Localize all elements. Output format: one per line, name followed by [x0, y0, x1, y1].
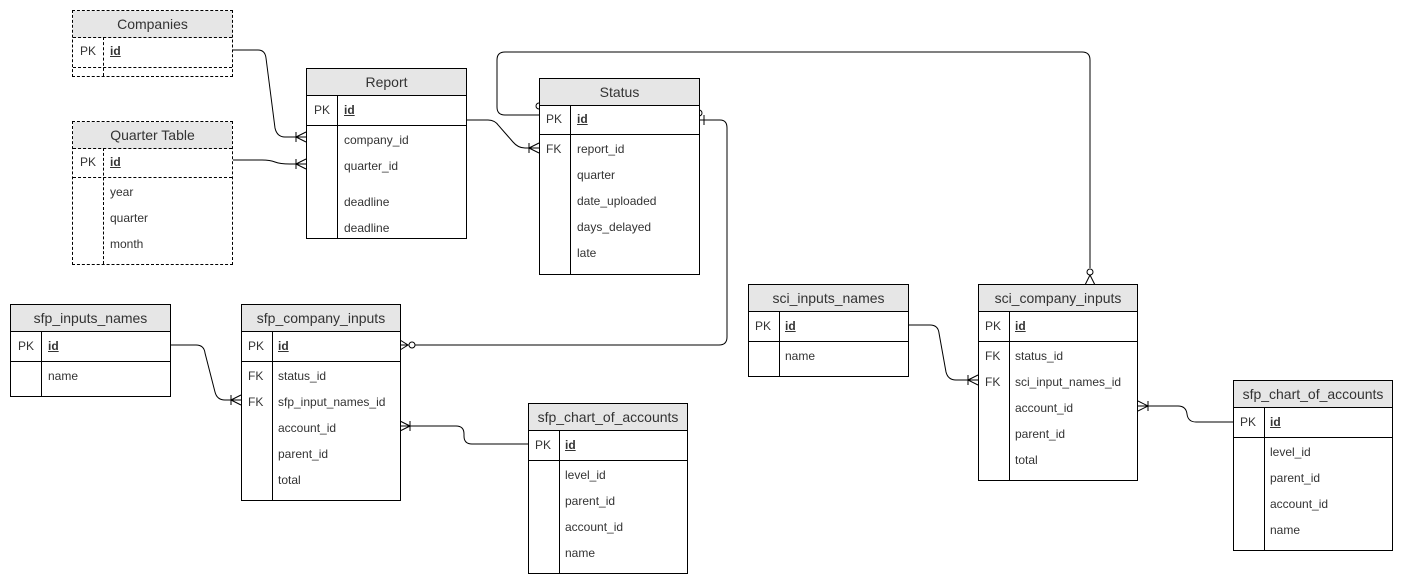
field-label: parent_id	[278, 447, 329, 461]
entity-title: sfp_chart_of_accounts	[529, 404, 687, 431]
key-label: PK	[546, 112, 563, 126]
field-label: parent_id	[565, 494, 616, 508]
field-label: sci_input_names_id	[1015, 375, 1122, 389]
entity-title: Status	[540, 79, 699, 106]
field-label: id	[1015, 319, 1026, 333]
entity-companies[interactable]: Companies PK id	[72, 10, 233, 77]
field-label: deadline	[344, 195, 390, 209]
field-label: status_id	[1015, 349, 1064, 363]
field-label: company_id	[344, 133, 409, 147]
field-label: id	[110, 155, 121, 169]
entity-title: sfp_inputs_names	[11, 305, 170, 332]
optional-marker	[1086, 268, 1094, 276]
field-label: report_id	[577, 142, 625, 156]
optional-marker	[408, 341, 416, 349]
link-sci-chart	[1138, 405, 1233, 423]
field-label: id	[577, 112, 588, 126]
entity-title: Quarter Table	[73, 122, 232, 149]
key-label: PK	[755, 319, 772, 333]
field-label: quarter	[577, 168, 616, 182]
crowfoot-marker	[399, 420, 411, 432]
entity-quarter-table[interactable]: Quarter Table PK id year quarter month	[72, 121, 233, 265]
field-label: account_id	[565, 520, 624, 534]
field-label: deadline	[344, 221, 390, 235]
entity-sci-inputs-names[interactable]: sci_inputs_names PK id name	[748, 284, 909, 377]
field-label: id	[344, 103, 355, 117]
crowfoot-marker	[295, 131, 307, 143]
entity-report[interactable]: Report PK id company_id quarter_id deadl…	[306, 68, 467, 239]
crowfoot-marker	[1137, 400, 1149, 412]
field-label: name	[785, 349, 816, 363]
key-label: PK	[985, 319, 1002, 333]
key-label: FK	[546, 142, 562, 156]
crowfoot-marker	[399, 339, 409, 351]
link-sfpnames-sfp	[170, 344, 241, 401]
key-label: PK	[314, 103, 331, 117]
link-scinames-sci	[908, 324, 978, 381]
entity-title: sci_company_inputs	[979, 285, 1137, 312]
key-label: FK	[985, 349, 1001, 363]
crowfoot-marker	[295, 158, 307, 170]
key-label: PK	[248, 339, 265, 353]
field-label: level_id	[1270, 445, 1311, 459]
field-label: id	[565, 438, 576, 452]
field-label: date_uploaded	[577, 194, 657, 208]
field-label: status_id	[278, 369, 327, 383]
crowfoot-marker	[1084, 274, 1096, 286]
field-label: id	[785, 319, 796, 333]
link-sfp-chart	[400, 425, 528, 445]
link-quarter-report	[233, 159, 306, 165]
field-label: quarter_id	[344, 159, 399, 173]
key-label: PK	[535, 438, 552, 452]
key-label: FK	[985, 375, 1001, 389]
field-label: level_id	[565, 468, 606, 482]
field-label: sfp_input_names_id	[278, 395, 386, 409]
field-label: days_delayed	[577, 220, 652, 234]
field-label: id	[278, 339, 289, 353]
link-report-status	[467, 119, 539, 149]
entity-status[interactable]: Status PK id FK report_id quarter date_u…	[539, 78, 700, 275]
entity-sci-company-inputs[interactable]: sci_company_inputs PK id FK status_id FK…	[978, 284, 1138, 481]
link-status-sfp	[400, 119, 728, 346]
field-label: late	[577, 246, 597, 260]
field-label: name	[565, 546, 596, 560]
key-label: FK	[248, 395, 264, 409]
key-label: FK	[248, 369, 264, 383]
crowfoot-marker	[967, 374, 979, 386]
entity-sfp-chart-of-accounts[interactable]: sfp_chart_of_accounts PK id level_id par…	[528, 403, 688, 574]
field-label: parent_id	[1015, 427, 1066, 441]
entity-title: sfp_chart_of_accounts	[1234, 381, 1392, 408]
field-label: account_id	[1015, 401, 1074, 415]
field-label: month	[110, 237, 144, 251]
entity-sfp-inputs-names[interactable]: sfp_inputs_names PK id name	[10, 304, 171, 397]
entity-title: Report	[307, 69, 466, 96]
field-label: account_id	[278, 421, 337, 435]
field-label: account_id	[1270, 497, 1329, 511]
field-label: name	[48, 369, 79, 383]
crowfoot-marker	[528, 142, 540, 154]
entity-sfp-company-inputs[interactable]: sfp_company_inputs PK id FK status_id FK…	[241, 304, 401, 501]
entity-title: Companies	[73, 11, 232, 38]
field-label: id	[48, 339, 59, 353]
crowfoot-marker	[230, 394, 242, 406]
field-label: id	[1270, 415, 1281, 429]
key-label: PK	[80, 44, 97, 58]
field-label: year	[110, 185, 134, 199]
link-status-sci	[496, 51, 1091, 268]
entity-title: sci_inputs_names	[749, 285, 908, 312]
entity-title: sfp_company_inputs	[242, 305, 400, 332]
field-label: total	[1015, 453, 1038, 467]
key-label: PK	[1240, 415, 1257, 429]
field-label: parent_id	[1270, 471, 1321, 485]
field-label: id	[110, 44, 121, 58]
field-label: total	[278, 473, 301, 487]
field-label: quarter	[110, 211, 149, 225]
link-companies-report	[233, 49, 306, 138]
key-label: PK	[18, 339, 35, 353]
key-label: PK	[80, 155, 97, 169]
field-label: name	[1270, 523, 1301, 537]
entity-sfp-chart-of-accounts-2[interactable]: sfp_chart_of_accounts PK id level_id par…	[1233, 380, 1393, 551]
